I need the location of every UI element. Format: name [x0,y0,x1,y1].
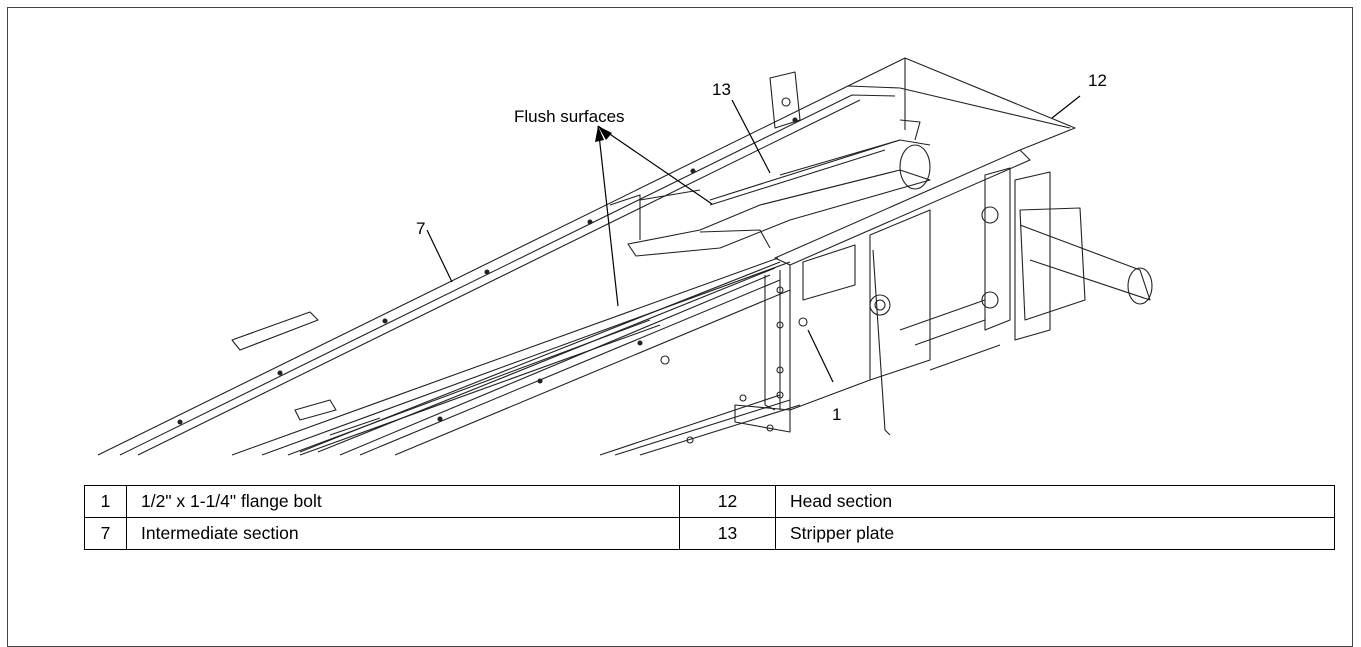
leader-12 [1051,95,1081,119]
legend-number: 7 [84,517,127,550]
callout-13: 13 [712,80,731,99]
callout-7: 7 [416,219,425,238]
legend-description: Head section [775,485,1335,518]
head-section-drawing [734,57,1153,436]
callout-12: 12 [1088,71,1107,90]
intermediate-section-drawing [97,85,901,456]
legend-row: 1 1/2" x 1-1/4" flange bolt 12 Head sect… [84,485,1335,518]
parts-legend-table: 1 1/2" x 1-1/4" flange bolt 12 Head sect… [84,485,1335,550]
stripper-plate-drawing [627,119,931,257]
leader-arrowheads [595,126,612,142]
legend-row: 7 Intermediate section 13 Stripper plate [84,517,1335,550]
legend-number: 13 [679,517,776,550]
legend-description: Stripper plate [775,517,1335,550]
callout-1: 1 [832,405,841,424]
legend-number: 12 [679,485,776,518]
legend-description: 1/2" x 1-1/4" flange bolt [126,485,680,518]
leader-flush-2 [597,125,713,205]
leader-7 [426,229,453,283]
callout-flush-surfaces: Flush surfaces [514,107,625,126]
legend-description: Intermediate section [126,517,680,550]
leader-flush-1 [597,125,619,307]
leader-lines [426,95,1081,383]
leader-13 [731,99,771,174]
leader-1 [807,329,834,383]
conveyor-assembly-drawing: Flush surfaces 7 13 12 1 [97,57,1153,456]
legend-number: 1 [84,485,127,518]
